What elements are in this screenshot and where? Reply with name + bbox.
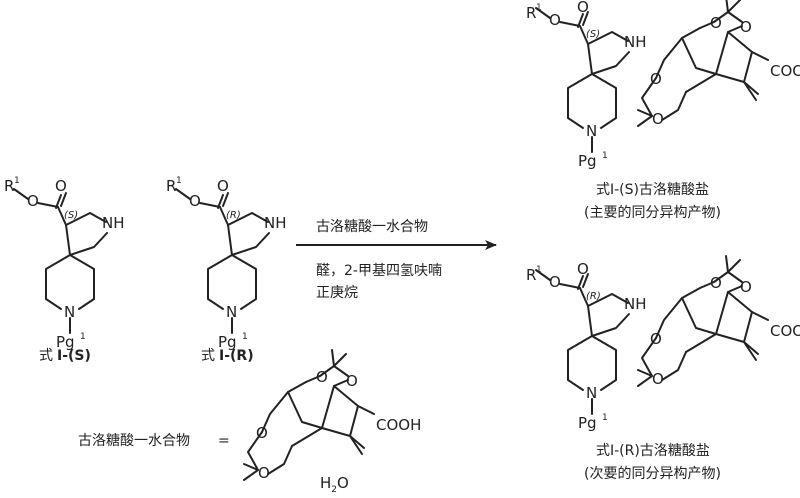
oxygen-label: O xyxy=(740,278,752,296)
svg-text:1: 1 xyxy=(602,413,608,423)
protecting-group-label: Pg xyxy=(578,414,597,432)
svg-text:1: 1 xyxy=(242,332,248,342)
protecting-group-label: Pg xyxy=(56,333,75,351)
oxygen-label: O xyxy=(256,424,268,442)
ester-r-label: R xyxy=(4,177,14,195)
amine-label: NH xyxy=(624,33,647,51)
conditions-line-1: 醛，2-甲基四氢呋喃 xyxy=(316,262,442,279)
product-i-s-gulonic-acid: O O O O COOH xyxy=(637,0,800,128)
protecting-group-label: Pg xyxy=(578,152,597,170)
reactant-s-caption-prefix: 式 xyxy=(39,348,53,364)
svg-text:1: 1 xyxy=(602,151,608,161)
nitrogen-label: N xyxy=(226,303,237,321)
water-label: H2O xyxy=(320,474,349,495)
amine-label: NH xyxy=(624,295,647,313)
reactant-i-s: R 1 O O (S) NH N Pg 1 xyxy=(4,176,125,351)
acid-label: COOH xyxy=(770,62,800,80)
amine-label: NH xyxy=(102,214,125,232)
oxygen-label: O xyxy=(346,372,358,390)
product-s-caption: 式I-(S)古洛糖酸盐 xyxy=(596,182,709,198)
carbonyl-o-label: O xyxy=(217,177,229,195)
carbonyl-o-label: O xyxy=(55,177,67,195)
svg-text:1: 1 xyxy=(176,176,182,186)
reactant-r-caption-prefix: 式 xyxy=(201,348,215,364)
reactant-r-caption: I-(R) xyxy=(219,348,254,364)
reagent-label: 古洛糖酸一水合物 xyxy=(316,219,428,235)
oxygen-label: O xyxy=(650,70,662,88)
oxygen-label: O xyxy=(258,464,270,482)
ester-r-label: R xyxy=(166,177,176,195)
ester-r-label: R xyxy=(526,4,536,22)
acid-label: COOH xyxy=(770,322,800,340)
oxygen-label: O xyxy=(710,14,722,32)
protecting-group-label: Pg xyxy=(218,333,237,351)
product-r-note: (次要的同分异构产物) xyxy=(584,466,721,482)
stereo-label: (R) xyxy=(586,291,601,302)
stereo-label: (R) xyxy=(226,210,241,221)
product-i-s-amine: R 1 O O (S) NH N Pg 1 xyxy=(526,0,647,170)
svg-text:1: 1 xyxy=(14,176,20,186)
oxygen-label: O xyxy=(740,18,752,36)
svg-text:1: 1 xyxy=(536,265,542,275)
oxygen-label: O xyxy=(316,368,328,386)
product-i-r-amine: R 1 O O (R) NH N Pg 1 xyxy=(526,260,647,432)
reactant-i-r: R 1 O O (R) NH N Pg 1 xyxy=(166,176,287,351)
product-i-r-gulonic-acid: O O O O COOH xyxy=(637,255,800,388)
oxygen-label: O xyxy=(710,274,722,292)
ester-r-label: R xyxy=(526,266,536,284)
amine-label: NH xyxy=(264,214,287,232)
nitrogen-label: N xyxy=(586,384,597,402)
ester-o-label: O xyxy=(27,192,39,210)
product-s-note: (主要的同分异构产物) xyxy=(584,205,721,221)
ester-o-label: O xyxy=(549,273,561,291)
ester-o-label: O xyxy=(189,192,201,210)
nitrogen-label: N xyxy=(64,303,75,321)
carbonyl-o-label: O xyxy=(577,0,589,16)
definition-equals: = xyxy=(218,433,230,449)
reactant-s-caption: I-(S) xyxy=(57,348,91,364)
stereo-label: (S) xyxy=(586,29,600,40)
gulonic-acid-monohydrate: O O O O COOH xyxy=(243,349,421,482)
svg-text:1: 1 xyxy=(536,3,542,13)
oxygen-label: O xyxy=(650,330,662,348)
definition-name: 古洛糖酸一水合物 xyxy=(78,433,190,449)
oxygen-label: O xyxy=(652,110,664,128)
conditions-line-2: 正庚烷 xyxy=(316,285,358,301)
oxygen-label: O xyxy=(652,370,664,388)
svg-text:1: 1 xyxy=(80,332,86,342)
carbonyl-o-label: O xyxy=(577,260,589,278)
nitrogen-label: N xyxy=(586,122,597,140)
acid-label: COOH xyxy=(376,416,421,434)
ester-o-label: O xyxy=(549,11,561,29)
product-r-caption: 式I-(R)古洛糖酸盐 xyxy=(596,443,710,459)
stereo-label: (S) xyxy=(64,210,78,221)
